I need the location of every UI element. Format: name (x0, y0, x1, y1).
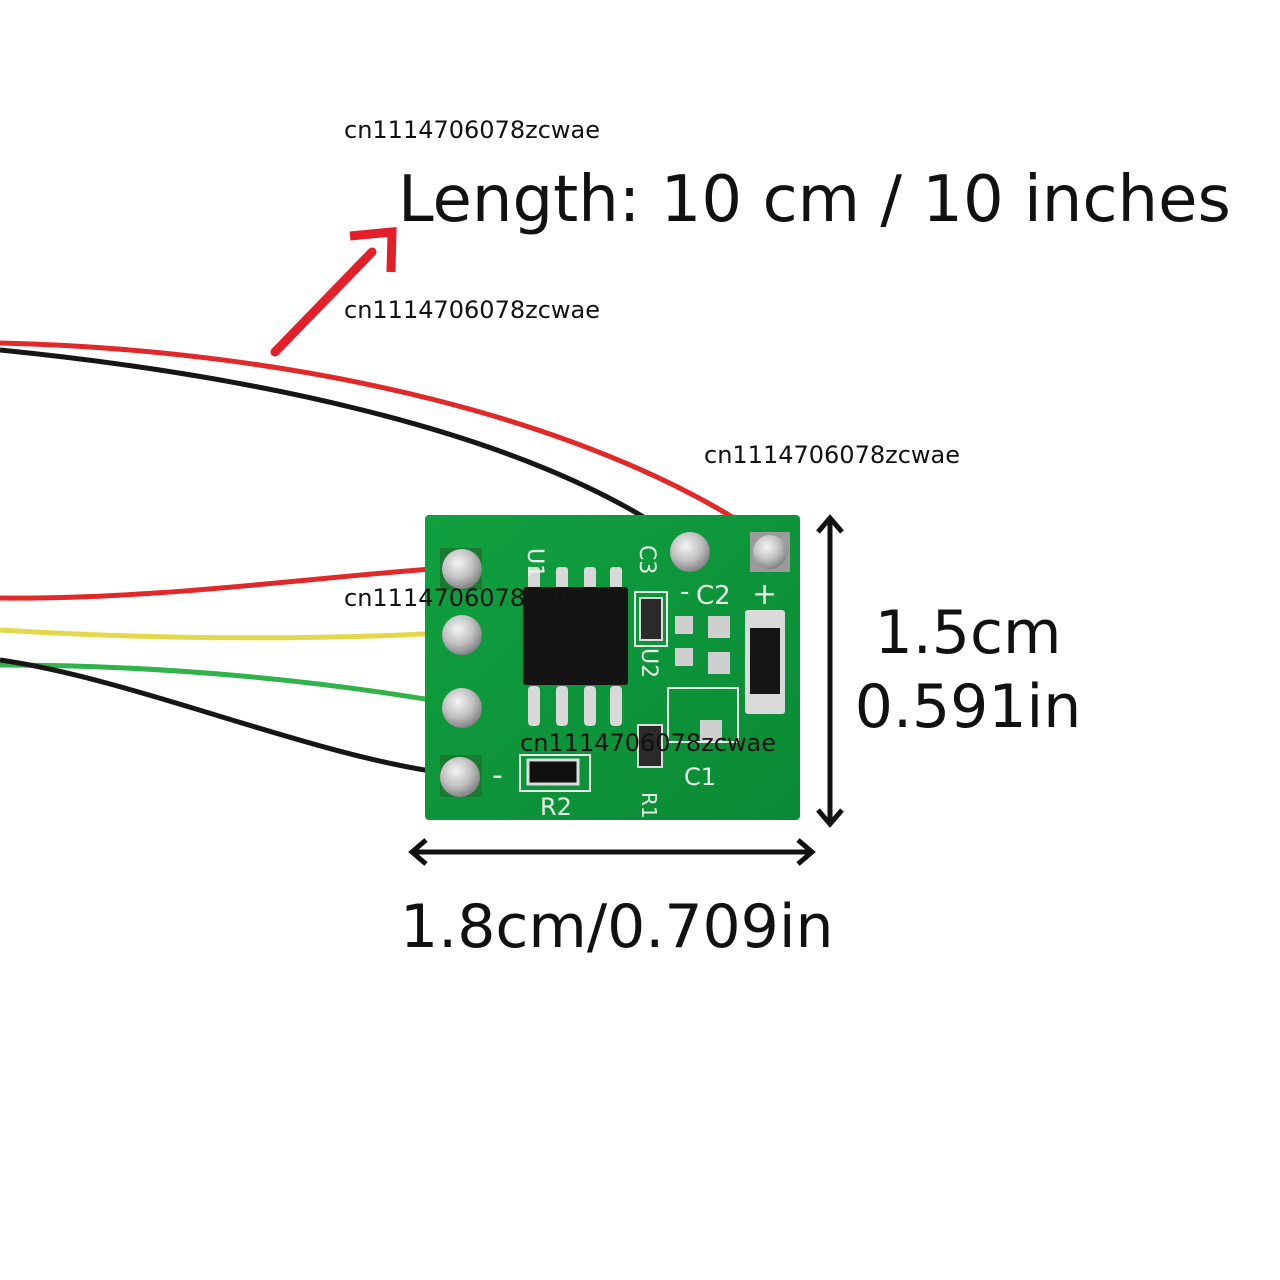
label-c3: C3 (634, 545, 659, 574)
length-label: Length: 10 cm / 10 inches (398, 163, 1231, 237)
pad-plus (753, 535, 787, 569)
label-plus-top: + (752, 577, 777, 612)
component-r1 (637, 724, 663, 768)
label-c2: C2 (696, 581, 731, 611)
label-u2: U2 (636, 648, 661, 678)
long-black-wire (0, 347, 692, 550)
label-r2: R2 (540, 793, 572, 821)
label-minus-bottom: - (492, 758, 503, 793)
pad-c3 (670, 532, 710, 572)
chip-u1 (523, 567, 628, 726)
silkscreen-labels: U1 C3 C2 + - U2 C1 R2 R1 - (492, 545, 777, 821)
height-dimension-arrow (816, 514, 844, 828)
watermark-1: cn1114706078zcwae (344, 116, 600, 144)
watermark-3: cn1114706078zcwae (704, 441, 960, 469)
left-red-wire (0, 564, 461, 601)
watermark-5: cn1114706078zcwae (520, 729, 776, 757)
watermark-2: cn1114706078zcwae (344, 296, 600, 324)
label-r1: R1 (637, 792, 661, 819)
left-pads (440, 548, 482, 797)
width-label: 1.8cm/0.709in (400, 892, 834, 962)
height-cm-label: 1.5cm (874, 598, 1062, 668)
left-black-wire (0, 657, 461, 778)
long-red-wire (0, 340, 777, 548)
label-u1: U1 (522, 548, 547, 578)
pcb-board (425, 515, 800, 820)
component-r2 (526, 758, 580, 786)
width-dimension-arrow (408, 838, 816, 866)
height-in-label: 0.591in (854, 672, 1082, 742)
watermark-4: cn1114706078zcwae (344, 584, 600, 612)
label-c1: C1 (684, 763, 716, 791)
length-arrow (270, 227, 397, 357)
label-minus-top: - (680, 577, 689, 607)
left-green-wire (0, 662, 461, 708)
left-yellow-wire (0, 627, 461, 641)
component-u2 (639, 597, 663, 641)
